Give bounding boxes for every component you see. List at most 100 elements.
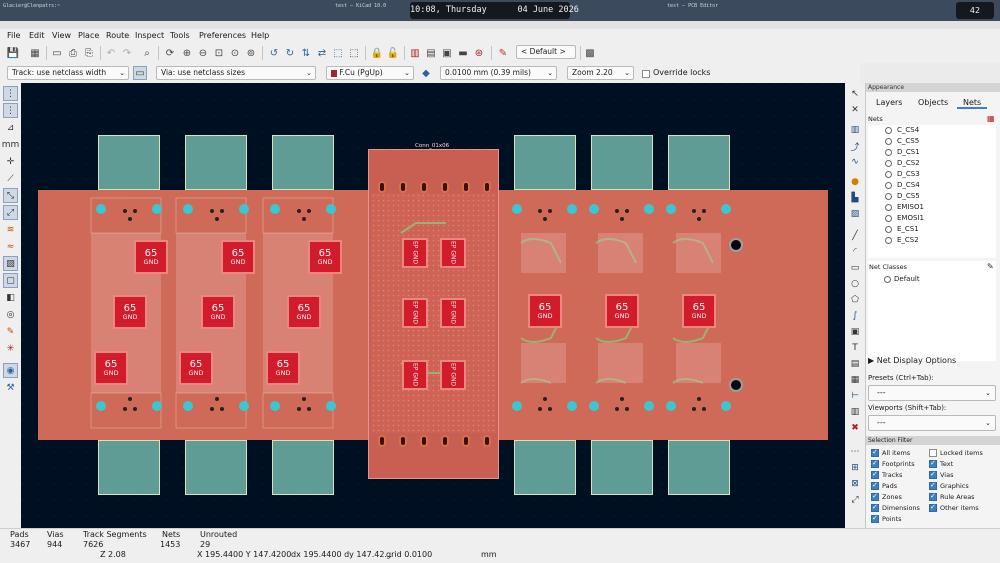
layer-dropdown[interactable]: F.Cu (PgUp)⌄ — [326, 66, 414, 80]
route-track-icon[interactable]: ⤴ — [850, 142, 860, 153]
via[interactable] — [214, 216, 220, 222]
mirror-v-icon[interactable]: ⇅ — [301, 47, 311, 59]
thermal-pad[interactable] — [270, 204, 280, 214]
filter-vias[interactable]: Vias — [929, 470, 953, 480]
track-outline-icon[interactable]: ≈ — [6, 241, 15, 252]
visibility-icon[interactable] — [885, 226, 892, 233]
polar-coords-icon[interactable]: ⊿ — [6, 122, 15, 133]
net-row[interactable]: D_CS4 — [868, 180, 996, 191]
via[interactable] — [219, 208, 225, 214]
group-icon[interactable]: ⬚ — [333, 47, 343, 59]
via[interactable] — [619, 396, 625, 402]
net-row[interactable]: E_CS1 — [868, 224, 996, 235]
zoom-area-icon[interactable]: ⊚ — [246, 47, 256, 59]
via[interactable] — [306, 208, 312, 214]
via[interactable] — [691, 208, 697, 214]
via[interactable] — [624, 406, 630, 412]
page-settings-icon[interactable]: ▭ — [52, 47, 62, 59]
thermal-pad[interactable] — [721, 204, 731, 214]
via[interactable] — [209, 208, 215, 214]
net-row[interactable]: C_CS4 — [868, 125, 996, 136]
visibility-icon[interactable] — [885, 204, 892, 211]
appearance-panel-icon[interactable]: ◉ — [3, 363, 18, 378]
visibility-icon[interactable] — [885, 237, 892, 244]
header-pin[interactable] — [420, 435, 428, 447]
via[interactable] — [542, 396, 548, 402]
via[interactable] — [614, 406, 620, 412]
header-pin[interactable] — [399, 435, 407, 447]
checkbox[interactable] — [929, 503, 937, 512]
thermal-pad[interactable] — [567, 401, 577, 411]
net-display-options-toggle[interactable]: ▶ Net Display Options — [868, 356, 956, 365]
via[interactable] — [209, 406, 215, 412]
via[interactable] — [696, 216, 702, 222]
header-pin[interactable] — [483, 435, 491, 447]
add-footprint-icon[interactable]: ▥ — [850, 125, 860, 135]
draw-rectangle-icon[interactable]: ▭ — [850, 263, 860, 273]
visibility-icon[interactable] — [885, 138, 892, 145]
filter-points[interactable]: Points — [871, 514, 902, 524]
filter-dimensions[interactable]: Dimensions — [871, 503, 920, 513]
via[interactable] — [132, 406, 138, 412]
update-pcb-icon[interactable]: ▬ — [458, 47, 468, 59]
mirror-h-icon[interactable]: ⇄ — [317, 47, 327, 59]
menu-preferences[interactable]: Preferences — [199, 31, 247, 40]
terminal-pad[interactable] — [514, 135, 576, 190]
via[interactable] — [619, 216, 625, 222]
rotate-cw-icon[interactable]: ↻ — [285, 47, 295, 59]
filter-tracks[interactable]: Tracks — [871, 470, 902, 480]
thermal-pad[interactable] — [721, 401, 731, 411]
net-row[interactable]: E_CS2 — [868, 235, 996, 246]
board-setup-icon[interactable]: ▦ — [30, 47, 40, 59]
route-diff-pair-icon[interactable]: ∿ — [851, 157, 859, 167]
menu-view[interactable]: View — [52, 31, 71, 40]
zoom-fit-icon[interactable]: ⊡ — [214, 47, 224, 59]
thermal-pad[interactable] — [512, 204, 522, 214]
terminal-pad[interactable] — [668, 135, 730, 190]
net-row[interactable]: C_CS5 — [868, 136, 996, 147]
thermal-pad[interactable] — [666, 204, 676, 214]
header-pin[interactable] — [462, 435, 470, 447]
select-icon[interactable]: ↖ — [851, 89, 859, 99]
add-image-icon[interactable]: ▣ — [850, 327, 860, 337]
lock-icon[interactable]: 🔒 — [370, 47, 384, 59]
rotate-ccw-icon[interactable]: ↺ — [269, 47, 279, 59]
show-tracks-icon[interactable]: ≋ — [6, 224, 15, 235]
thermal-pad[interactable] — [567, 204, 577, 214]
terminal-pad[interactable] — [668, 440, 730, 495]
via[interactable] — [701, 406, 707, 412]
filter-all-items[interactable]: All items — [871, 448, 910, 458]
thermal-pad[interactable] — [589, 401, 599, 411]
ratsnest-icon[interactable]: ⟋ — [7, 173, 14, 184]
terminal-pad[interactable] — [514, 440, 576, 495]
visibility-icon[interactable] — [885, 215, 892, 222]
ruler-icon[interactable]: ⤢ — [851, 495, 859, 505]
zoom-in-icon[interactable]: ⊕ — [182, 47, 192, 59]
checkbox[interactable] — [929, 449, 937, 457]
via[interactable] — [696, 396, 702, 402]
checkbox[interactable] — [871, 448, 879, 457]
ungroup-icon[interactable]: ⬚ — [349, 47, 359, 59]
mounting-hole[interactable] — [729, 378, 743, 392]
add-table-icon[interactable]: ▦ — [850, 375, 860, 385]
net-row[interactable]: EMISO1 — [868, 202, 996, 213]
visibility-icon[interactable] — [885, 127, 892, 134]
presets-dropdown[interactable]: ---⌄ — [868, 385, 996, 401]
rule-area-icon[interactable]: ▨ — [850, 209, 860, 219]
netlist-icon[interactable]: ▥ — [410, 47, 420, 59]
drc-icon[interactable]: ⊛ — [474, 47, 484, 59]
override-locks-checkbox[interactable] — [642, 70, 650, 78]
save-icon[interactable]: 💾 — [6, 47, 20, 59]
thermal-pad[interactable] — [183, 401, 193, 411]
via[interactable] — [127, 396, 133, 402]
thermal-pad[interactable] — [152, 204, 162, 214]
menu-file[interactable]: File — [7, 31, 21, 40]
checkbox[interactable] — [871, 459, 879, 468]
ep-footprint[interactable]: EP GND — [402, 238, 428, 268]
